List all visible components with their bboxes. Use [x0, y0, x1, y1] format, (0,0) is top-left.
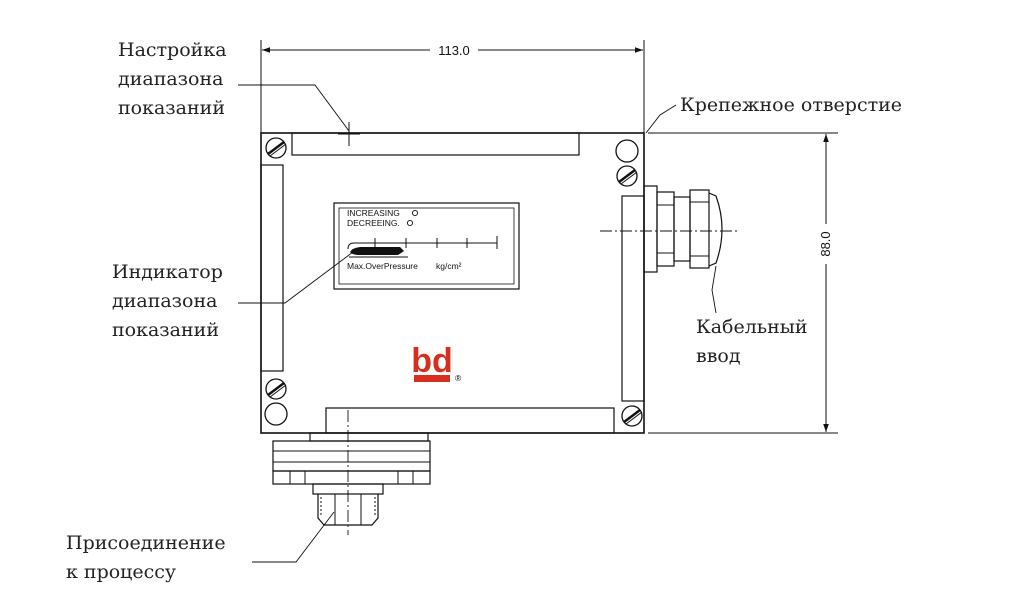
width-dimension-label: 113.0 — [438, 43, 470, 58]
screw-top-left — [265, 137, 287, 159]
leader-range-indicator — [238, 251, 354, 304]
pressure-unit-label: kg/cm² — [436, 261, 462, 271]
callout-mounting-hole: Крепежное отверстие — [680, 94, 902, 116]
decreasing-label: DECREEING. — [347, 218, 400, 228]
callout-range-indicator: Индикатор диапазона показаний — [112, 261, 223, 341]
mounting-hole-bottom — [264, 402, 288, 426]
indicator-panel-frame — [333, 202, 520, 290]
callout-cable-entry: Кабельный ввод — [696, 316, 808, 367]
cable-gland — [600, 185, 740, 273]
bottom-plate — [325, 407, 615, 434]
increasing-label: INCREASING — [347, 208, 400, 218]
leader-cable-entry — [711, 265, 717, 314]
range-adjust-slot — [291, 132, 580, 156]
screw-bottom-right — [621, 405, 643, 427]
screw-right-upper — [616, 165, 638, 187]
range-indicator-scale — [347, 236, 498, 258]
leader-range-adjust — [238, 84, 350, 132]
process-connection-fitting — [272, 410, 431, 535]
screw-bottom-left — [265, 378, 287, 400]
leader-process-connection — [252, 511, 335, 563]
max-overpressure-label: Max.OverPressure — [347, 261, 418, 271]
enclosure-body — [260, 132, 645, 434]
leader-mounting-hole — [645, 104, 677, 134]
left-side-strip — [260, 164, 284, 372]
brand-logo: bd ® — [411, 342, 462, 383]
svg-text:bd: bd — [411, 342, 453, 380]
right-side-strip — [621, 195, 645, 402]
callout-range-adjust: Настройка диапазона показаний — [118, 39, 227, 119]
svg-text:®: ® — [455, 373, 462, 383]
mounting-hole-top — [615, 139, 639, 163]
callout-process-connection: Присоединение к процессу — [66, 532, 226, 583]
height-dimension — [648, 132, 838, 434]
width-dimension — [260, 40, 645, 133]
height-dimension-label: 88.0 — [818, 231, 833, 256]
